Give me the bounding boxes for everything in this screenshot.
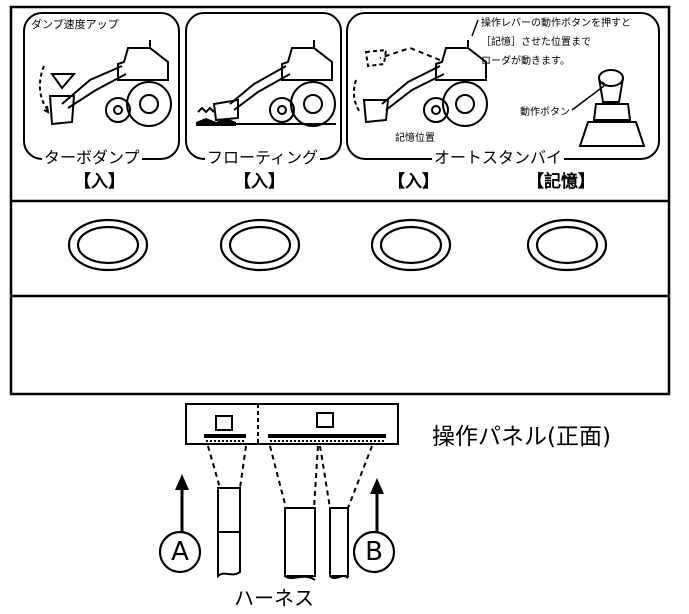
tractor-loader-icon <box>352 40 488 127</box>
harness-label: ハーネス <box>234 586 314 610</box>
floating-button[interactable] <box>221 220 299 270</box>
turbo-dump-label: ターボダンプ <box>42 148 142 167</box>
pointer-line <box>571 85 605 111</box>
marker-a-letter: A <box>171 537 189 567</box>
auto-standby-note-line-2: ［記憶］させた位置まで <box>481 37 591 48</box>
floating-label: フローティング <box>205 148 321 167</box>
turbo-dump-state: 【入】 <box>74 172 125 192</box>
tractor-loader-icon <box>196 40 336 127</box>
arrow-up-icon <box>370 478 384 536</box>
auto-standby-memory-button[interactable] <box>528 220 606 270</box>
arrow-up-icon <box>175 474 189 536</box>
auto-standby-note-line-3: ローダが動きます。 <box>481 56 570 67</box>
marker-b-circle <box>352 530 396 574</box>
ground-icon <box>196 118 236 126</box>
joystick-icon <box>578 69 646 147</box>
auto-standby-memory-state: 【記憶】 <box>527 172 595 192</box>
harness-cable-a <box>207 445 247 579</box>
marker-a-circle <box>158 530 202 574</box>
operation-button-label: 動作ボタン <box>520 107 570 118</box>
marker-b-letter: B <box>365 537 383 567</box>
connector-block <box>185 403 399 445</box>
harness-cable-b <box>269 445 373 581</box>
control-buttons <box>67 218 608 272</box>
turbo-dump-button[interactable] <box>69 220 147 270</box>
panel-front-label: 操作パネル(正面) <box>432 424 611 450</box>
auto-standby-label: オートスタンバイ <box>432 148 565 167</box>
auto-standby-note-line-1: 操作レバーの動作ボタンを押すと <box>481 18 631 29</box>
dump-speed-up-label: ダンプ速度アップ <box>31 18 119 31</box>
tractor-loader-icon <box>38 40 172 127</box>
pointer-line <box>471 19 479 37</box>
memory-position-label: 記憶位置 <box>395 133 435 144</box>
auto-standby-on-button[interactable] <box>372 220 450 270</box>
auto-standby-on-state: 【入】 <box>388 172 439 192</box>
floating-state: 【入】 <box>234 172 285 192</box>
